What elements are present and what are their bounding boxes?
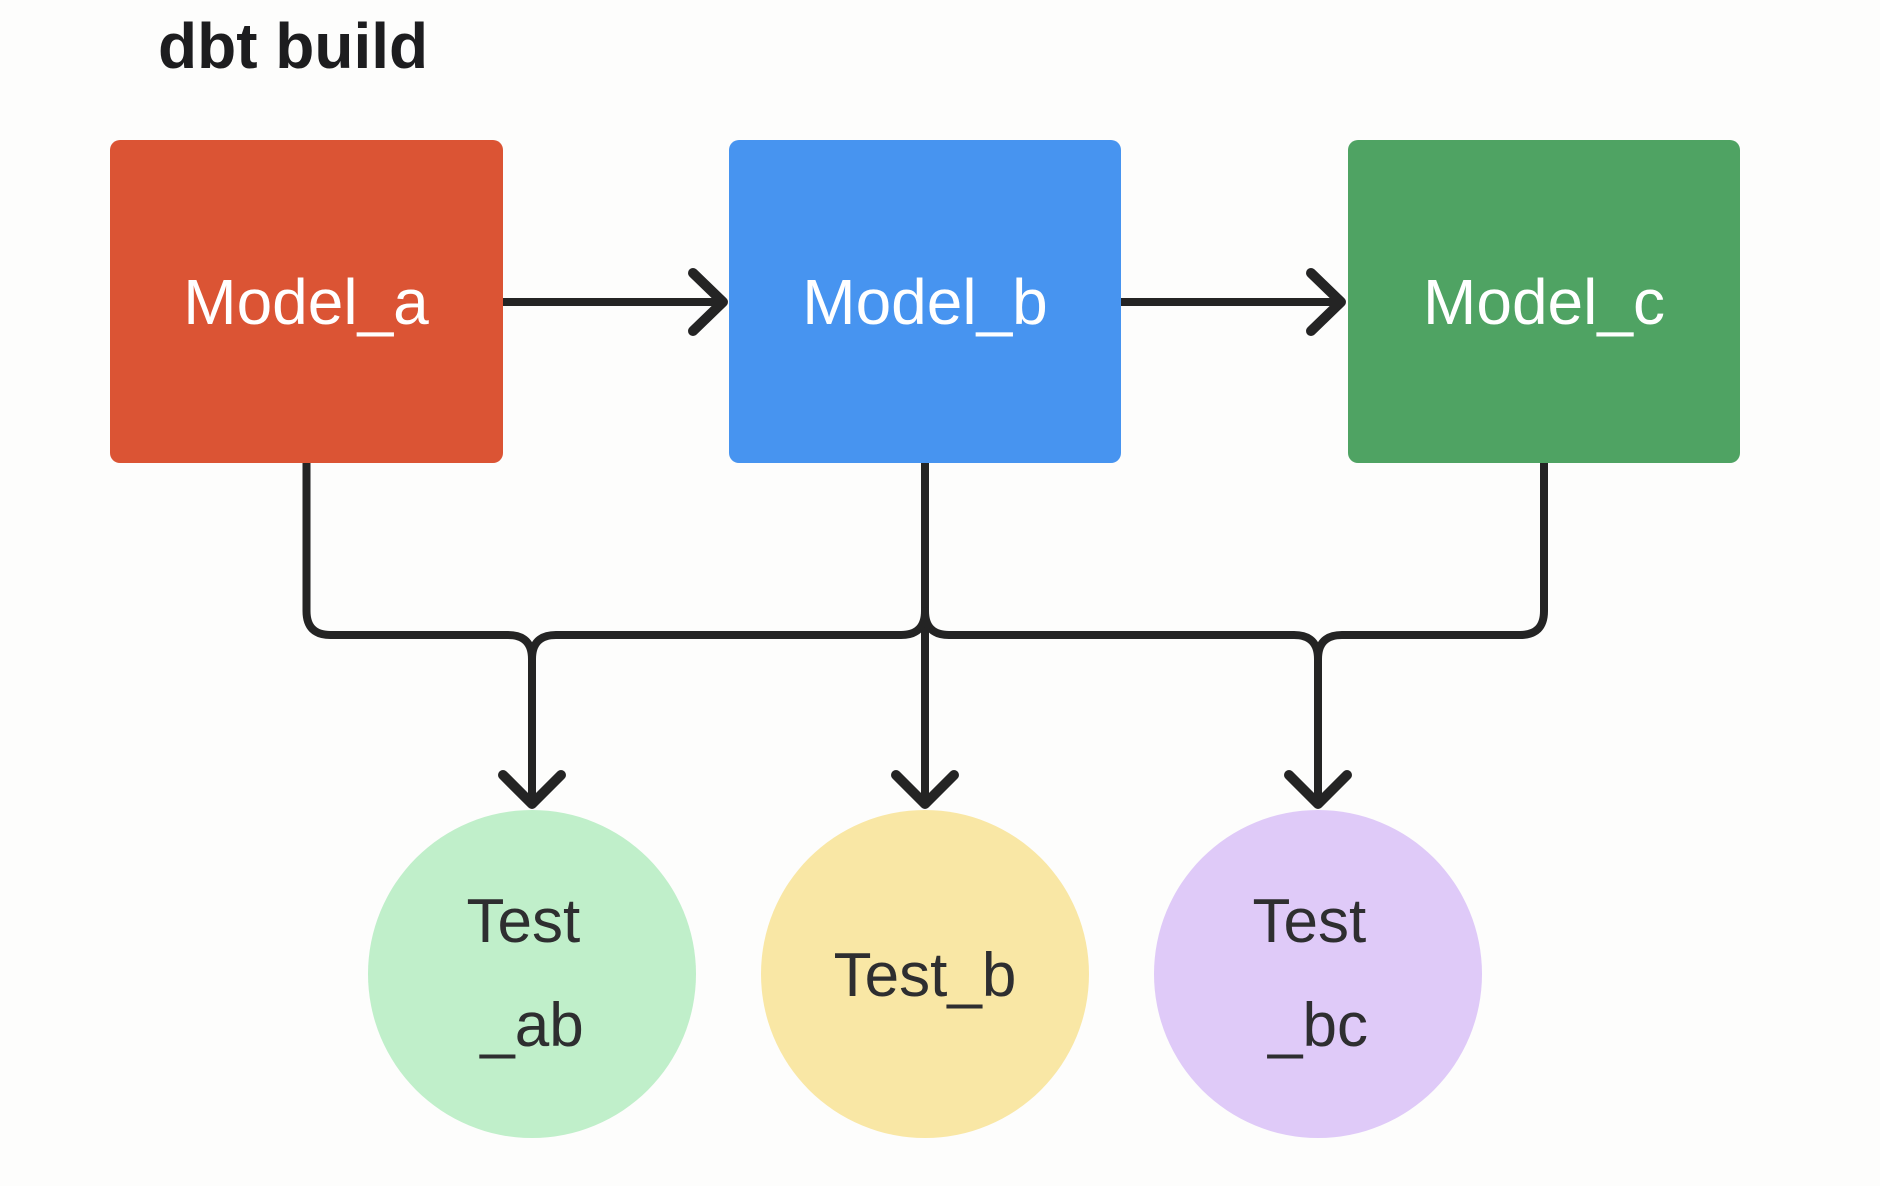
node-model-a-label: Model_a [183,266,429,338]
edge-arrowheads [498,268,1352,809]
node-model-a [110,140,503,463]
arrowhead-into-test-bc-icon [1284,770,1352,809]
model-labels: Model_a Model_b Model_c [183,266,1665,338]
node-test-b [761,810,1089,1138]
node-test-b-label: Test_b [834,941,1017,1010]
node-test-ab-label: Test _ab [467,887,598,1060]
edge-model-c-to-test-bc [1314,459,1548,663]
node-test-bc [1154,810,1482,1138]
diagram-title: dbt build [158,10,428,82]
test-labels: Test _ab Test_b Test _bc [467,887,1384,1060]
edge-model-b-to-test-ab [528,607,929,663]
node-model-b-label: Model_b [802,266,1048,338]
edge-lines [302,298,1548,799]
node-test-ab [368,810,696,1138]
edge-model-b-to-test-bc [921,607,1322,799]
arrowhead-into-model-b-icon [688,268,728,336]
node-test-bc-label: Test _bc [1253,887,1384,1060]
node-model-c-label: Model_c [1423,266,1665,338]
arrowhead-into-test-ab-icon [498,770,566,809]
edge-model-a-to-test-ab [302,459,536,799]
arrowhead-into-model-c-icon [1306,268,1346,336]
node-model-b [729,140,1121,463]
arrowhead-into-test-b-icon [891,770,959,809]
node-model-c [1348,140,1740,463]
